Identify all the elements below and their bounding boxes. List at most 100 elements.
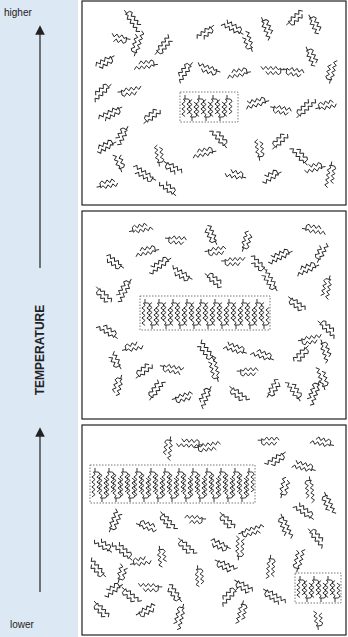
lipid-molecule [209,126,230,150]
lipid-molecule [292,343,313,364]
lipid-molecule [161,159,184,178]
lipid-molecule [261,303,269,330]
axis-band [0,0,78,637]
lipid-molecule [172,603,186,631]
lipid-molecule [174,59,195,83]
lipid-molecule [221,18,246,37]
lipid-molecule [196,95,204,117]
lipid-molecule [212,299,220,326]
lipid-molecule [285,378,305,403]
lipid-molecule [129,29,144,57]
lipid-molecule [192,146,217,158]
lipid-molecule [245,96,270,110]
lipid-molecule [332,581,340,603]
lipid-molecule [254,299,262,326]
cluster-box [180,92,238,122]
lipid-molecule [189,100,197,122]
lipid-molecule [247,254,268,275]
lipid-molecule [325,59,338,84]
lipid-molecule [303,45,320,68]
lipid-molecule [305,379,322,407]
axis-label: higher [4,8,32,18]
lipid-molecule [219,303,227,330]
lipid-molecule [169,265,194,284]
lipid-molecule [306,525,328,548]
lipid-molecule [260,269,280,294]
lipid-molecule [224,95,232,117]
lipid-molecule [216,510,236,531]
lipid-molecule [258,437,280,445]
lipid-molecule [304,161,327,173]
lipid-molecule [135,245,160,257]
lipid-molecule [292,460,317,474]
lipid-molecule [266,555,276,580]
lipid-molecule [269,131,290,152]
lipid-molecule [191,303,199,330]
lipid-molecule [90,80,114,102]
lipid-molecule [110,539,135,563]
lipid-molecule [282,66,305,78]
lipid-molecule [175,536,198,559]
lipid-molecule [226,299,234,326]
lipid-molecule [134,59,159,69]
lipid-molecule [204,246,226,257]
lipid-molecule [118,585,141,607]
lipid-molecule [195,23,217,43]
molecules [86,7,341,630]
lipid-molecule [145,378,165,402]
lipid-molecule [320,274,333,299]
lipid-molecule [213,557,238,575]
lipid-molecule [122,7,144,33]
lipid-molecule [260,586,287,607]
lipid-molecule [114,276,134,303]
lipid-molecule [217,584,240,607]
axis-title: TEMPERATURE [34,302,46,398]
lipid-molecule [111,374,125,397]
lipid-molecule [170,299,178,326]
lipid-molecule [311,576,319,598]
lipid-molecule [90,599,110,621]
lipid-molecule [135,519,158,533]
lipid-molecule [325,576,333,598]
lipid-molecule [153,34,175,58]
lipid-molecule [224,168,247,181]
lipid-molecule [320,491,336,516]
lipid-molecule [96,321,120,341]
lipid-molecule [295,260,320,276]
lipid-molecule [93,536,115,555]
lipid-molecule [226,67,251,79]
lipid-molecule [246,468,254,497]
lipid-molecule [237,368,259,377]
lipid-molecule [203,100,211,122]
lipid-molecule [104,253,126,272]
lipid-molecule [128,222,153,235]
lipid-molecule [93,285,114,306]
lipid-molecule [318,581,326,603]
lipid-molecule [205,303,213,330]
lipid-molecule [293,501,317,522]
lipid-molecule [132,361,154,381]
lipid-molecule [102,580,125,598]
lipid-molecule [177,303,185,330]
lipid-molecule [313,241,329,264]
lipid-molecule [293,96,317,121]
lipid-molecule [95,137,118,154]
lipid-molecule [107,351,124,372]
lipid-molecule [146,254,173,276]
lipid-molecule [316,317,340,339]
lipid-molecule [121,341,144,354]
lipid-molecule [203,270,225,290]
lipid-molecule [298,334,323,346]
lipid-molecule [111,33,131,44]
lipid-molecule [94,53,117,71]
lipid-molecule [140,106,162,126]
lipid-molecule [163,303,171,330]
lipid-molecule [238,524,266,539]
lipid-molecule [117,86,142,97]
lipid-molecule [135,603,158,620]
lipid-molecule [276,513,293,541]
lipid-molecule [203,224,220,247]
panel [82,425,346,635]
lipid-molecule [115,564,128,585]
